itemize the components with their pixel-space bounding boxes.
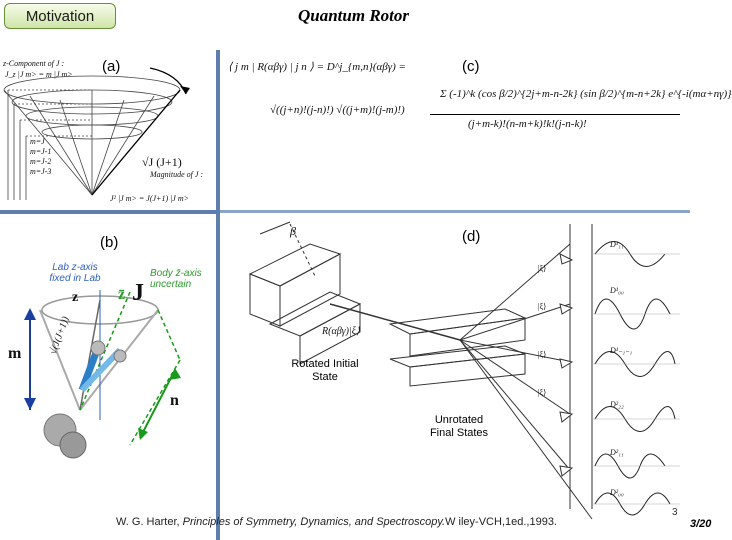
panel-a-label: (a): [102, 58, 121, 75]
j-vector-label: J: [132, 280, 144, 306]
rotated-state-label: Rotated Initial State: [291, 358, 359, 383]
cone-diagram: [3, 67, 190, 200]
experiment-diagram: [248, 221, 680, 520]
m-level: m=J: [30, 137, 45, 146]
d-function-label: D¹₁₁: [610, 240, 624, 249]
citation: W. G. Harter, Principles of Symmetry, Dy…: [116, 516, 557, 528]
panel-b-label: (b): [100, 234, 119, 251]
rotation-operator-label: R(αβγ)|ξ⟩: [322, 326, 360, 337]
magnitude-sqrt: √J (J+1): [142, 155, 182, 169]
wigner-lhs: ⟨ j m | R(αβγ) | j n ⟩ = D^j_{m,n}(αβγ) …: [228, 61, 406, 73]
panel-c-label: (c): [462, 58, 480, 75]
wigner-denominator: (j+m-k)!(n-m+k)!k!(j-n-k)!: [468, 118, 587, 130]
unrotated-states-label: Unrotated Final States: [429, 414, 489, 439]
page-number: 3/20: [690, 518, 712, 530]
magnitude-equation: J² |J m> = J(J+1) |J m>: [110, 194, 190, 203]
small-page-marker: 3: [672, 507, 678, 518]
d-function-label: D²₀₀: [610, 488, 624, 497]
d-function-label: D²₁₁: [610, 448, 624, 457]
ket-label: |ξ⟩: [538, 350, 547, 359]
fraction-bar: [430, 114, 680, 115]
section-badge[interactable]: Motivation: [4, 3, 116, 29]
d-function-label: D¹₋₁₋₁: [610, 346, 633, 355]
d-function-label: D¹₀₀: [610, 286, 624, 295]
slide-title: Quantum Rotor: [298, 6, 410, 25]
panel-d-label: (d): [462, 228, 481, 245]
m-level-list: m=J m=J-1 m=J-2 m=J-3: [30, 137, 51, 177]
ket-label: |ξ⟩: [538, 388, 547, 397]
m-level: m=J-2: [30, 157, 52, 166]
horizontal-divider-right: [220, 210, 690, 213]
citation-book: Principles of Symmetry, Dynamics, and Sp…: [182, 516, 446, 528]
zcomp-heading: z-Component of J :: [3, 59, 65, 68]
citation-author: W. G. Harter,: [116, 516, 180, 528]
n-label: n: [170, 392, 179, 409]
m-level: m=J-1: [30, 147, 52, 156]
magnitude-label: Magnitude of J :: [150, 170, 204, 179]
wigner-sum-term: Σ (-1)^k (cos β/2)^{2j+m-n-2k} (sin β/2)…: [440, 88, 732, 100]
ket-label: |ξ⟩: [538, 264, 547, 273]
citation-publisher: W iley-VCH,1ed.,1993.: [445, 516, 557, 528]
body-axis-label: Body z̄-axis uncertain: [150, 268, 202, 290]
d-function-label: D²₂₂: [610, 400, 624, 409]
body-z-label: z̄: [118, 286, 126, 303]
wigner-numerator: √((j+n)!(j-n)!) √((j+m)!(j-m)!): [270, 104, 405, 116]
zcomp-equation: J_z |J m> = m |J m>: [5, 70, 73, 79]
m-level: m=J-3: [30, 167, 52, 176]
horizontal-divider-left: [0, 210, 216, 214]
m-label: m: [8, 345, 22, 362]
ket-label: |ξ⟩: [538, 302, 547, 311]
symmetric-top-diagram: [24, 290, 181, 459]
vertical-divider: [216, 50, 220, 540]
lab-axis-label: Lab z-axis fixed in Lab: [49, 262, 101, 284]
beta-angle-label: β: [290, 224, 296, 238]
lab-z-label: z: [72, 290, 79, 305]
